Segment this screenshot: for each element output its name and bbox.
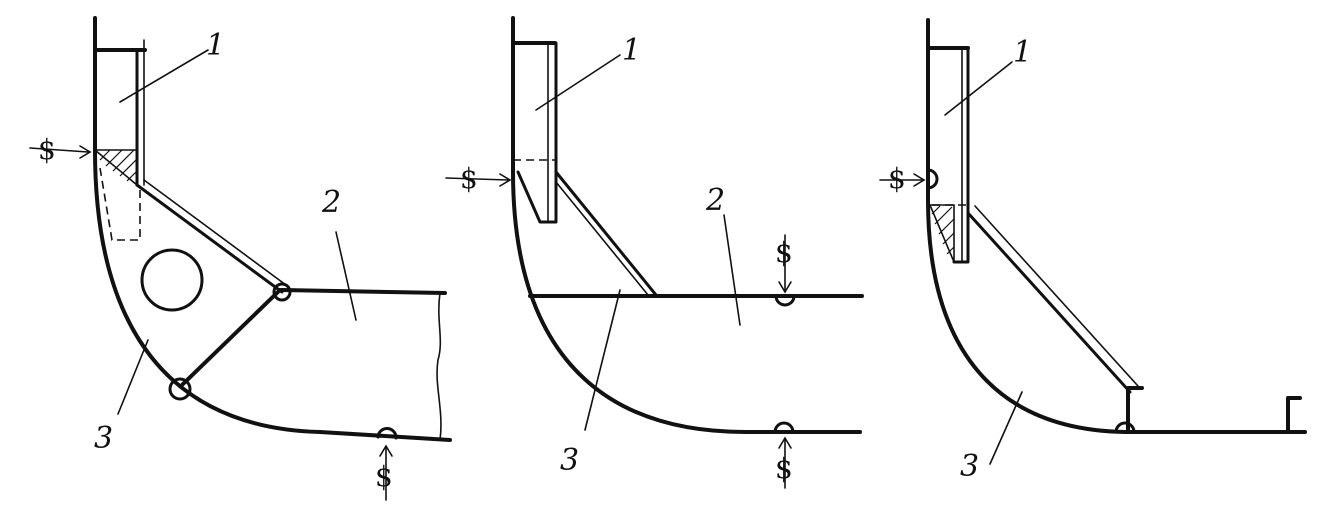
variant-1-bottom-scallop: [376, 427, 398, 440]
variant-3-shell-line: [926, 18, 1307, 434]
variant-3-label-3: 3: [960, 449, 979, 484]
variant-1-hatching: [99, 149, 138, 182]
variant-1-leader-2: [335, 231, 357, 321]
variant-1-leader-1: [119, 49, 209, 103]
variant-1-shell-line: [93, 16, 452, 442]
variant-3-bracket-edge-outer: [966, 211, 1132, 394]
variant-3-bracket-edge-inner: [974, 205, 1139, 387]
variant-2-deck-weld-symbol: $: [775, 236, 793, 269]
variant-2-tank-plate: [516, 41, 558, 224]
variant-1-weld-arrow: [29, 147, 89, 153]
variant-3: 1 3 $: [879, 18, 1307, 484]
variant-3-label-1: 1: [1013, 35, 1032, 70]
variant-2-bottom-weld-symbol: $: [775, 452, 793, 485]
variant-1-break-line: [436, 292, 442, 441]
variant-3-shell-scallop: [926, 168, 939, 190]
variant-1-beam-top: [280, 288, 447, 295]
variant-1-label-2: 2: [321, 185, 341, 220]
variant-1: 1 2 3 $ $: [29, 16, 452, 501]
variant-1-bracket-edge-inner: [143, 179, 287, 286]
variant-2-label-2: 2: [705, 183, 725, 218]
variant-2-label-3: 3: [560, 443, 579, 478]
variant-3-flange: [1126, 386, 1144, 434]
variant-3-leader-3: [989, 391, 1023, 465]
variant-2-bracket-edge-inner: [555, 181, 649, 296]
variant-2-label-1: 1: [622, 33, 641, 68]
variant-3-weld-symbol: $: [888, 162, 906, 195]
variant-3-hatching: [931, 205, 955, 255]
variant-2-bracket-edge-outer: [554, 170, 658, 297]
variant-1-label-1: 1: [206, 28, 225, 63]
variant-1-bracket-edge-outer: [135, 183, 284, 294]
variant-2-leader-1: [535, 54, 621, 111]
variant-2-bottom-scallop: [773, 421, 795, 434]
variant-3-weld-zone: [928, 204, 955, 263]
variant-3-frame-stub: [1286, 396, 1302, 434]
variant-2-leader-2: [723, 214, 741, 326]
variant-3-tank-plate: [952, 46, 970, 264]
variant-2-leader-3: [584, 289, 621, 431]
variant-1-leader-3: [117, 339, 149, 415]
variant-2-weld-symbol: $: [460, 162, 478, 195]
variant-1-hidden-contour: [99, 167, 141, 241]
variant-2-shell-line: [511, 16, 862, 434]
variant-2-weld-arrow: [445, 177, 509, 181]
variant-2-deck-scallop: [774, 294, 796, 307]
variant-1-bottom-weld-symbol: $: [375, 460, 393, 493]
variant-1-weld-symbol: $: [38, 133, 56, 166]
variant-1-strut: [180, 288, 282, 387]
variant-2: 1 2 3 $ $ $: [445, 16, 864, 489]
variant-1-lightening-hole: [140, 248, 204, 312]
variant-3-leader-1: [944, 61, 1013, 116]
variant-1-label-3: 3: [94, 421, 113, 456]
variant-1-scallop-lower: [168, 377, 192, 401]
variant-3-flange-scallop: [1114, 421, 1136, 434]
